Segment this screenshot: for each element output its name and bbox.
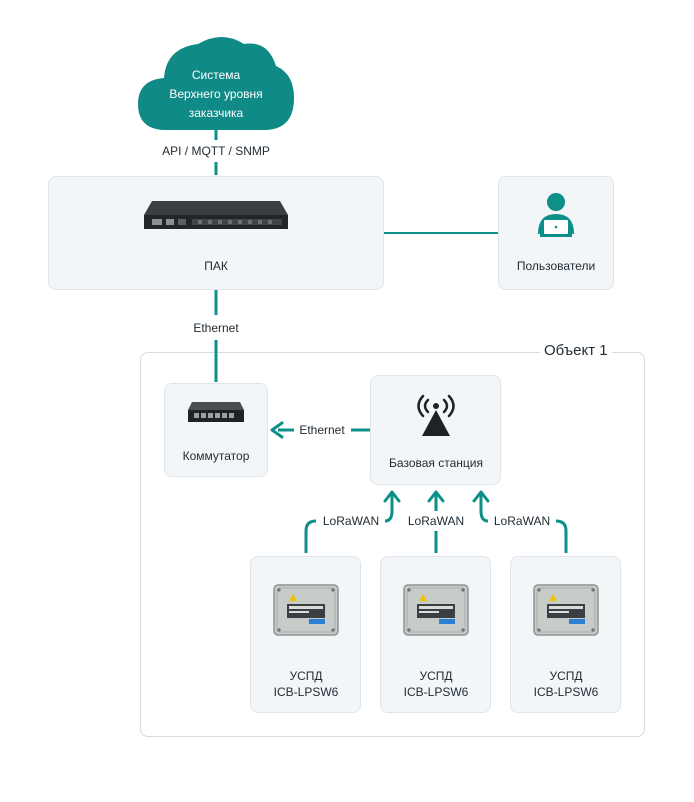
device-1-line1: УСПД (289, 669, 323, 683)
arrow-left (383, 490, 401, 503)
device-2-line2: ICB-LPSW6 (403, 685, 469, 699)
network-switch-icon (188, 402, 244, 422)
lorawan-label-mid: LoRaWAN (407, 514, 465, 528)
arrow-mid (427, 490, 445, 503)
cloud-line2: Верхнего уровня (169, 87, 263, 101)
arrow-right (472, 490, 490, 503)
ethernet-link-label: Ethernet (299, 423, 345, 437)
device-1-line2: ICB-LPSW6 (273, 685, 339, 699)
object-frame (140, 352, 645, 737)
device-3-line2: ICB-LPSW6 (533, 685, 599, 699)
user-laptop-icon (538, 193, 574, 237)
device-enclosure-icon (273, 584, 339, 636)
pak-card[interactable] (48, 176, 384, 290)
lorawan-line-right-lower (555, 519, 568, 553)
lorawan-line-left (304, 519, 317, 553)
arrow-to-switch (270, 421, 284, 439)
switch-label: Коммутатор (182, 449, 250, 463)
lorawan-line-left-upper (384, 494, 394, 523)
device-3-line1: УСПД (549, 669, 583, 683)
cloud-line1: Система (191, 68, 241, 82)
device-enclosure-icon (403, 584, 469, 636)
cloud-icon (138, 37, 294, 130)
protocol-label: API / MQTT / SNMP (162, 144, 270, 158)
antenna-icon (417, 394, 455, 436)
base-station-label: Базовая станция (389, 456, 483, 470)
device-2-line1: УСПД (419, 669, 453, 683)
pak-label: ПАК (204, 259, 228, 273)
device-enclosure-icon (533, 584, 599, 636)
object-title: Объект 1 (540, 342, 612, 359)
switch-card[interactable] (164, 383, 268, 477)
lorawan-line-right-upper (479, 494, 489, 523)
cloud-line3: заказчика (188, 106, 244, 120)
ethernet-top-label: Ethernet (193, 321, 239, 335)
users-label: Пользователи (516, 259, 596, 273)
lorawan-label-left: LoRaWAN (322, 514, 380, 528)
lorawan-label-right: LoRaWAN (493, 514, 551, 528)
server-rack-icon (144, 201, 288, 229)
